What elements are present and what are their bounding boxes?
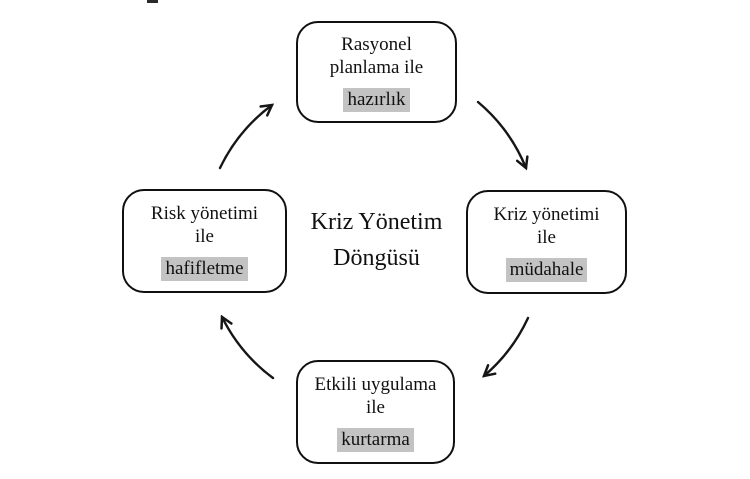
node-preparation-line2: planlama ile [329,56,424,78]
cycle-title-line2: Döngüsü [333,245,420,271]
arrow-left-to-top [218,105,272,170]
node-mitigation-line1: Risk yönetimi [150,202,259,224]
node-preparation-line1: Rasyonel [341,33,412,55]
cycle-title-line1: Kriz Yönetim [310,209,443,235]
arrow-top-to-right [476,100,526,168]
node-mitigation: Risk yönetimi ile hafifletme [122,189,287,293]
node-recovery-line2: ile [366,396,385,418]
node-response-keyword: müdahale [505,257,588,282]
node-response: Kriz yönetimi ile müdahale [466,190,627,294]
node-recovery: Etkili uygulama ile kurtarma [296,360,455,464]
node-recovery-line1: Etkili uygulama [314,373,437,395]
node-preparation-keyword: hazırlık [343,87,410,112]
scan-artifact [147,0,158,3]
cycle-title: Kriz Yönetim Döngüsü [287,204,466,276]
node-response-line1: Kriz yönetimi [493,203,600,225]
node-recovery-keyword: kurtarma [337,427,414,452]
node-preparation: Rasyonel planlama ile hazırlık [296,21,457,123]
arrow-bottom-to-left [222,317,275,380]
arrow-right-to-bottom [484,316,530,376]
node-response-line2: ile [537,226,556,248]
node-mitigation-line2: ile [195,225,214,247]
node-mitigation-keyword: hafifletme [161,256,248,281]
